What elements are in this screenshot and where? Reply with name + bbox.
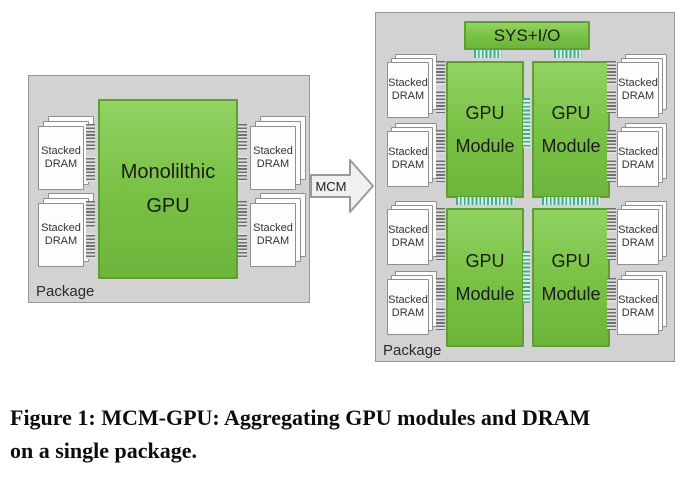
dram-bus-connector <box>436 278 445 330</box>
dram-stack: Stacked DRAM <box>250 116 306 190</box>
inter-gpu-link-horizontal <box>456 197 514 205</box>
dram-stack: Stacked DRAM <box>38 193 94 267</box>
sys-io-label: SYS+I/O <box>493 26 561 45</box>
dram-stack: Stacked DRAM <box>387 201 437 265</box>
inter-gpu-link-vertical <box>523 98 530 148</box>
sys-io-link <box>554 50 582 58</box>
gpu-module-label-line2: Module <box>541 135 601 156</box>
left-package: Monolilthic GPU Stacked DRAM Stacked DRA… <box>28 75 310 303</box>
sys-io-link <box>474 50 502 58</box>
figure-caption: Figure 1: MCM-GPU: Aggregating GPU modul… <box>10 401 680 467</box>
gpu-module-label-line2: Module <box>455 283 515 304</box>
sys-io-chip: SYS+I/O <box>464 21 590 50</box>
gpu-module: GPU Module <box>532 208 610 347</box>
dram-label: Stacked DRAM <box>387 279 429 335</box>
right-package: SYS+I/O GPU Module GPU Module GPU Module… <box>375 12 675 362</box>
gpu-module: GPU Module <box>446 61 524 198</box>
gpu-module-label-line2: Module <box>541 283 601 304</box>
mcm-arrow-label: MCM <box>315 178 347 194</box>
dram-label: Stacked DRAM <box>387 209 429 265</box>
package-label: Package <box>36 283 95 300</box>
monolithic-gpu-label-line1: Monolilthic <box>120 161 216 183</box>
dram-bus-connector <box>436 61 445 113</box>
mcm-arrow: MCM <box>310 157 374 215</box>
gpu-module-label-line1: GPU <box>551 250 591 271</box>
dram-label: Stacked DRAM <box>617 62 659 118</box>
dram-stack: Stacked DRAM <box>617 54 667 118</box>
dram-label: Stacked DRAM <box>617 131 659 187</box>
dram-stack: Stacked DRAM <box>387 123 437 187</box>
dram-label: Stacked DRAM <box>387 131 429 187</box>
inter-gpu-link-vertical <box>523 251 530 303</box>
figure-caption-line2: on a single package. <box>10 438 198 463</box>
dram-label: Stacked DRAM <box>617 209 659 265</box>
gpu-module-label-line1: GPU <box>551 102 591 123</box>
dram-stack: Stacked DRAM <box>617 123 667 187</box>
inter-gpu-link-horizontal <box>542 197 600 205</box>
dram-stack: Stacked DRAM <box>617 271 667 335</box>
dram-bus-connector <box>238 124 247 182</box>
package-label: Package <box>383 342 442 359</box>
dram-bus-connector <box>607 278 616 330</box>
monolithic-gpu-label-line2: GPU <box>146 195 190 217</box>
dram-label: Stacked DRAM <box>250 203 296 267</box>
dram-label: Stacked DRAM <box>250 126 296 190</box>
dram-bus-connector <box>607 61 616 113</box>
dram-label: Stacked DRAM <box>38 203 84 267</box>
gpu-module-label-line1: GPU <box>465 250 505 271</box>
dram-bus-connector <box>607 130 616 182</box>
dram-bus-connector <box>436 208 445 260</box>
dram-label: Stacked DRAM <box>387 62 429 118</box>
dram-bus-connector <box>86 124 95 182</box>
dram-stack: Stacked DRAM <box>617 201 667 265</box>
mcm-arrow-shape <box>310 159 374 213</box>
dram-stack: Stacked DRAM <box>387 271 437 335</box>
dram-stack: Stacked DRAM <box>250 193 306 267</box>
dram-bus-connector <box>86 201 95 259</box>
monolithic-gpu-die: Monolilthic GPU <box>98 99 238 279</box>
gpu-module-label-line1: GPU <box>465 102 505 123</box>
dram-label: Stacked DRAM <box>617 279 659 335</box>
figure-caption-line1: Figure 1: MCM-GPU: Aggregating GPU modul… <box>10 405 591 430</box>
dram-label: Stacked DRAM <box>38 126 84 190</box>
dram-bus-connector <box>607 208 616 260</box>
gpu-module: GPU Module <box>532 61 610 198</box>
dram-stack: Stacked DRAM <box>387 54 437 118</box>
gpu-module: GPU Module <box>446 208 524 347</box>
dram-bus-connector <box>238 201 247 259</box>
gpu-module-label-line2: Module <box>455 135 515 156</box>
dram-bus-connector <box>436 130 445 182</box>
